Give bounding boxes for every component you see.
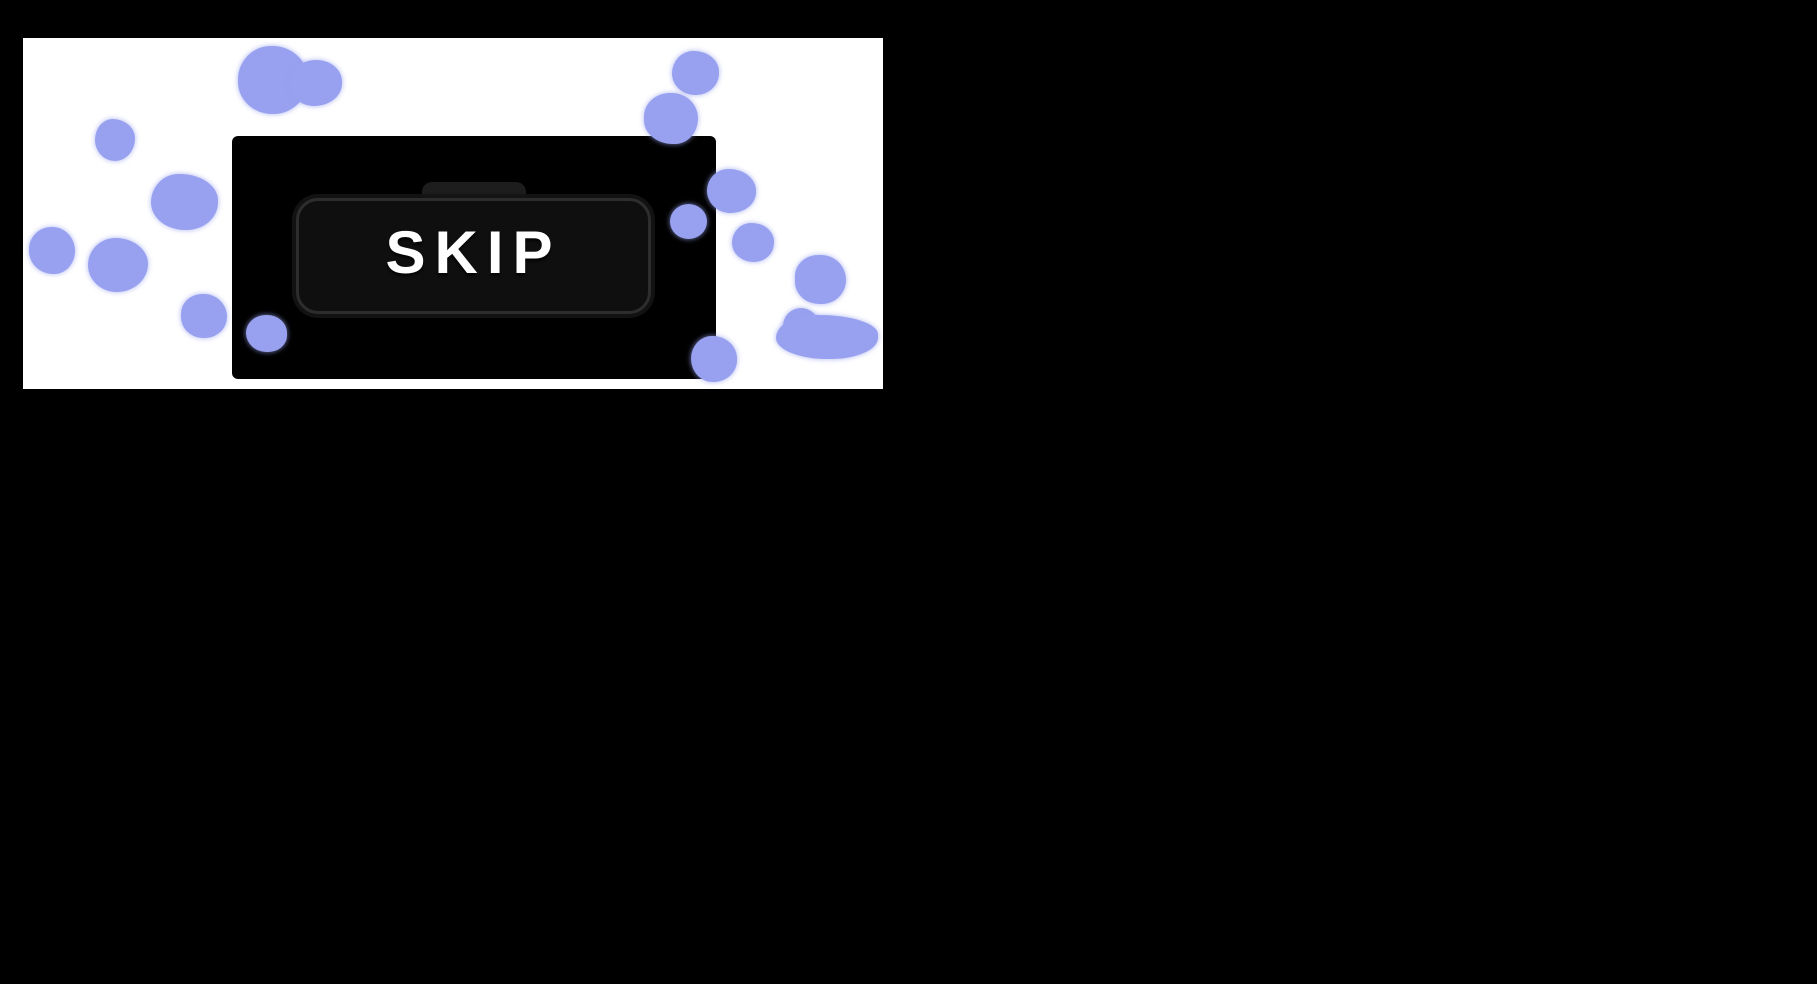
- skip-button[interactable]: SKIP: [296, 198, 651, 314]
- skip-button-label: SKIP: [385, 218, 562, 286]
- skip-dialog: SKIP: [232, 136, 716, 379]
- drawing-canvas[interactable]: SKIP: [23, 38, 883, 389]
